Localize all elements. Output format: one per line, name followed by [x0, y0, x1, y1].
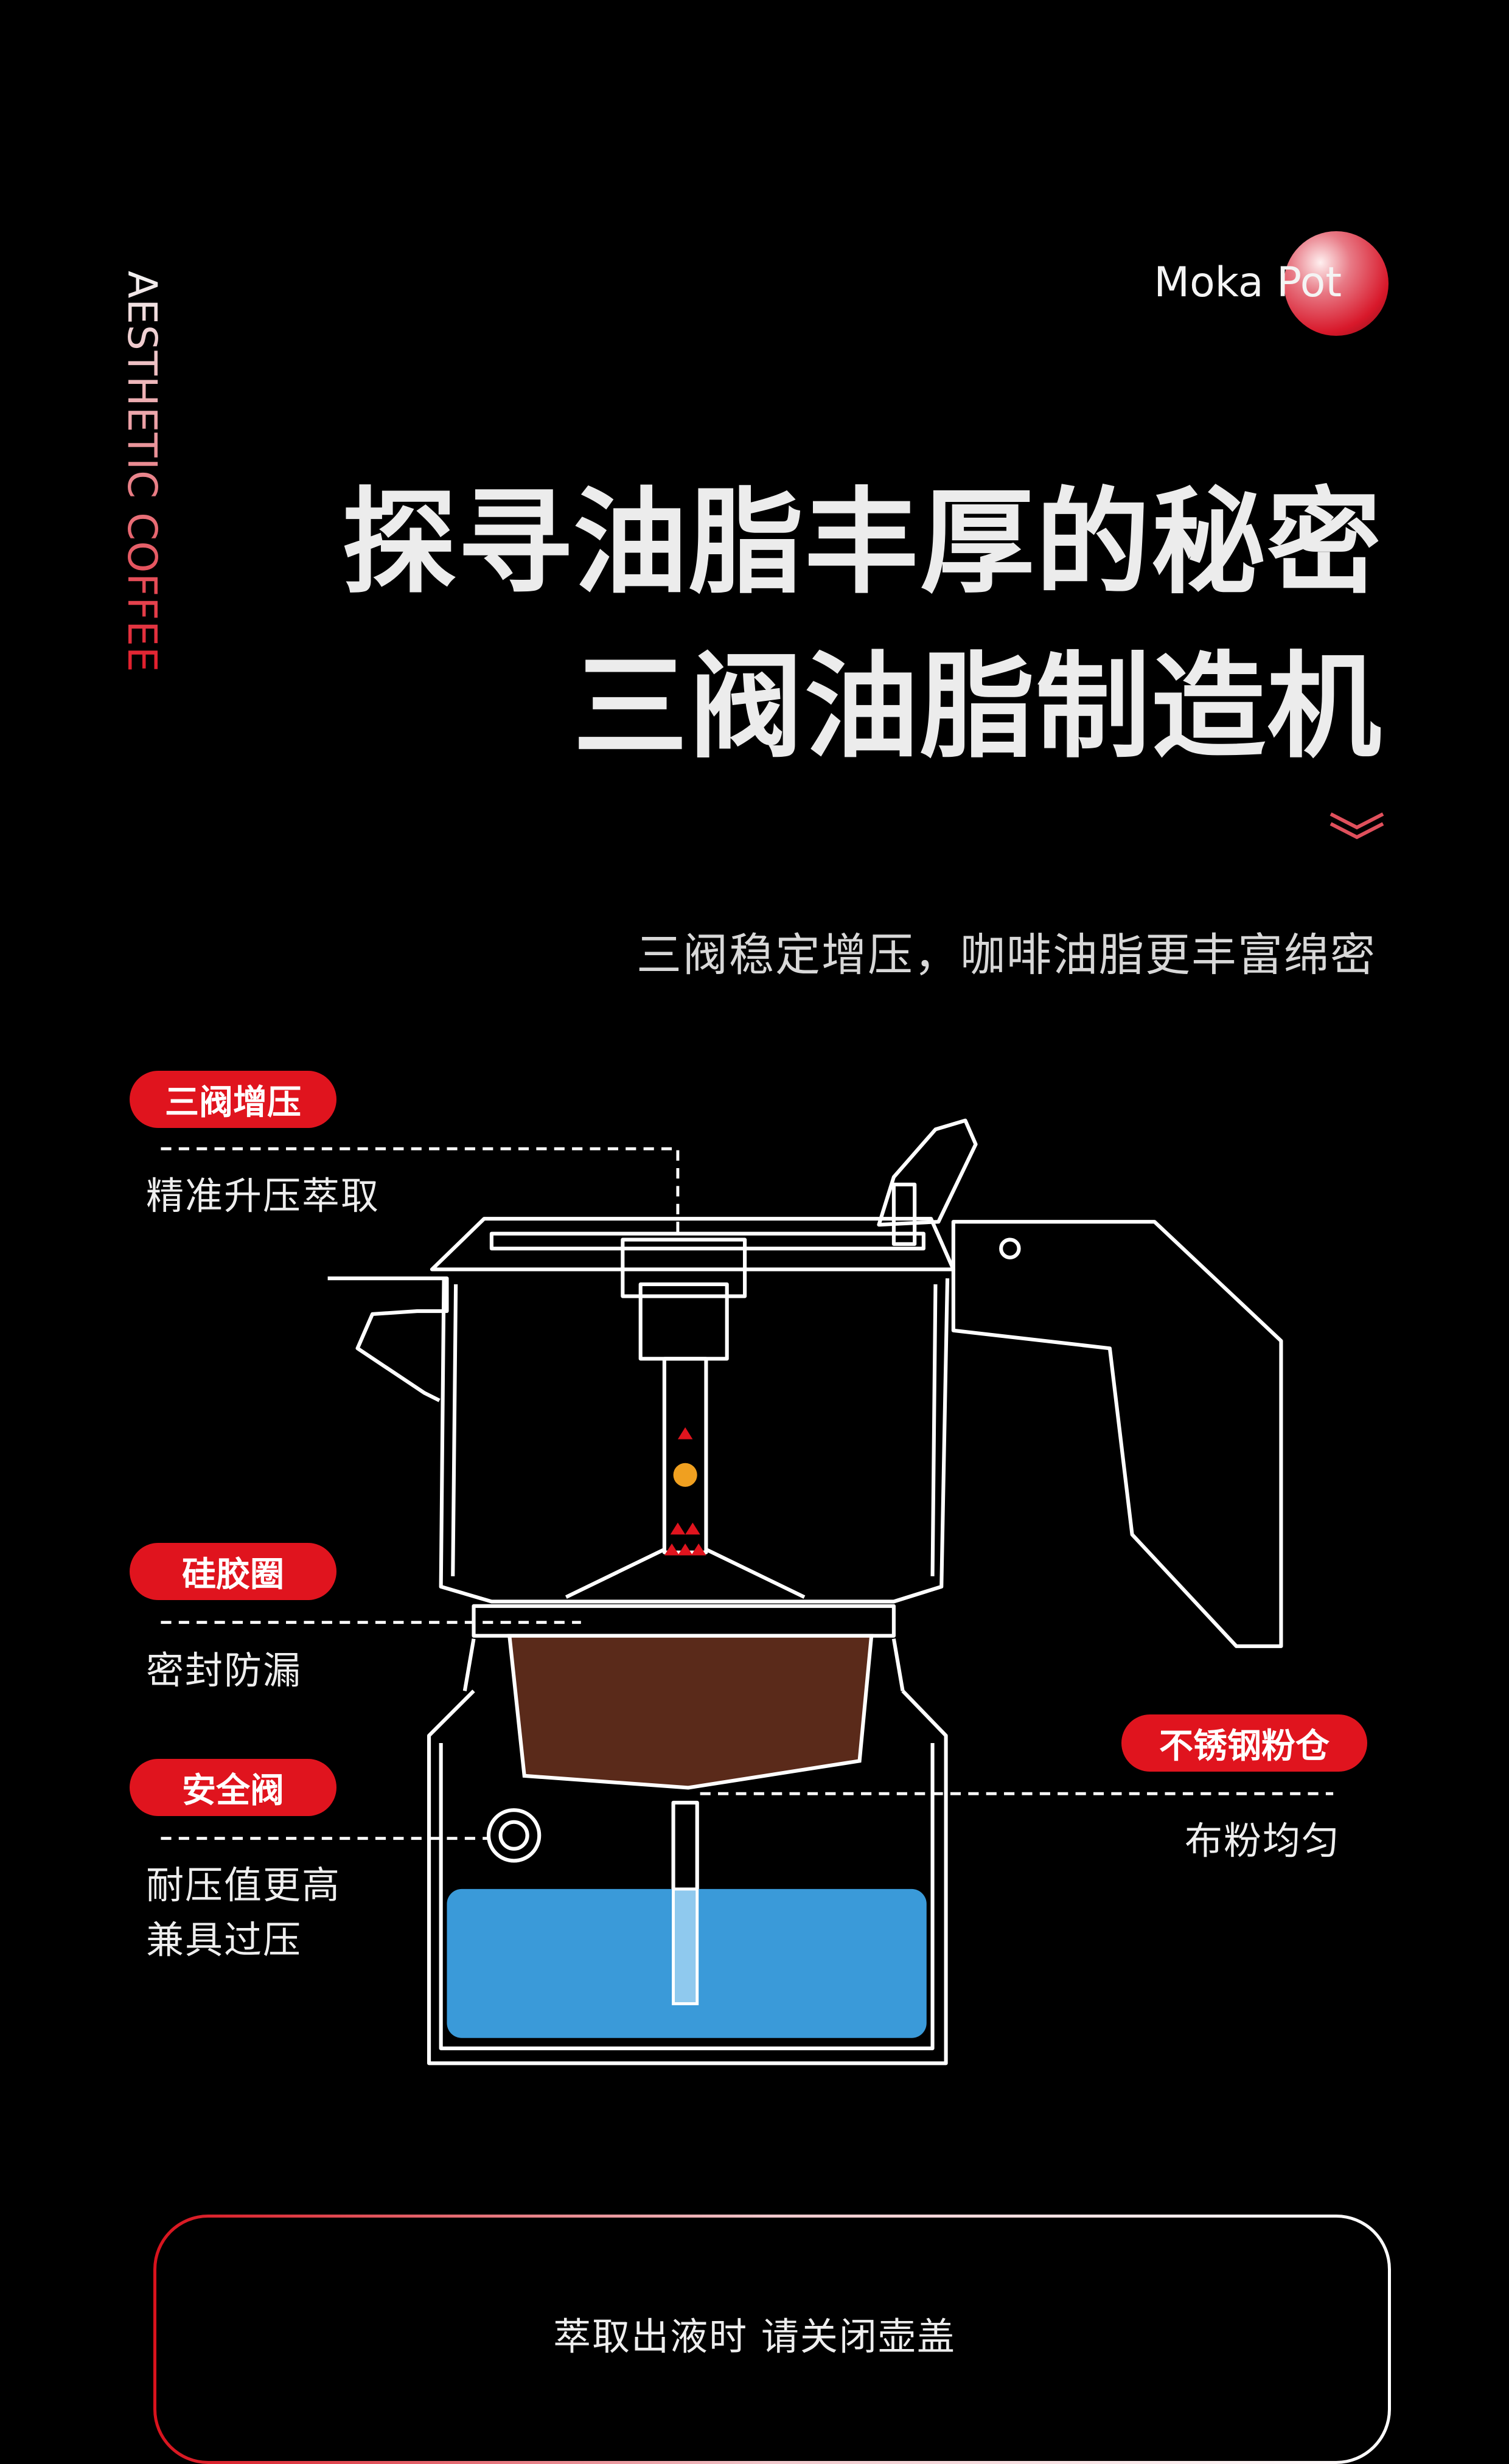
- feature-desc: 密封防漏: [146, 1648, 302, 1693]
- coffee-grounds: [507, 1634, 874, 1790]
- feature-desc: 精准升压萃取: [146, 1174, 380, 1218]
- headline-line2: 三阀油脂制造机: [573, 641, 1382, 774]
- feature-badge-steel-basket: 不锈钢粉仓: [1121, 1714, 1367, 1772]
- headline-line1: 探寻油脂丰厚的秘密: [342, 476, 1382, 610]
- feature-desc: 布粉均匀: [1184, 1818, 1340, 1863]
- chevron-down-icon: [1330, 812, 1384, 840]
- red-sphere-decoration: [1284, 231, 1389, 336]
- feature-desc: 兼具过压: [146, 1918, 302, 1962]
- handle: [951, 1220, 1283, 1648]
- subtitle: 三阀稳定增压，咖啡油脂更丰富绵密: [636, 929, 1376, 981]
- feature-badge-safety-valve: 安全阀: [130, 1759, 336, 1816]
- moka-pot-cutaway-diagram: [161, 1118, 1334, 2066]
- notice-text: 萃取出液时 请关闭壶盖: [553, 2314, 956, 2359]
- product-tag: Moka Pot: [1154, 259, 1342, 307]
- feature-badge-three-valve: 三阀增压: [130, 1071, 336, 1128]
- feature-desc: 耐压值更高: [146, 1863, 341, 1907]
- feature-badge-silicone-ring: 硅胶圈: [130, 1543, 336, 1600]
